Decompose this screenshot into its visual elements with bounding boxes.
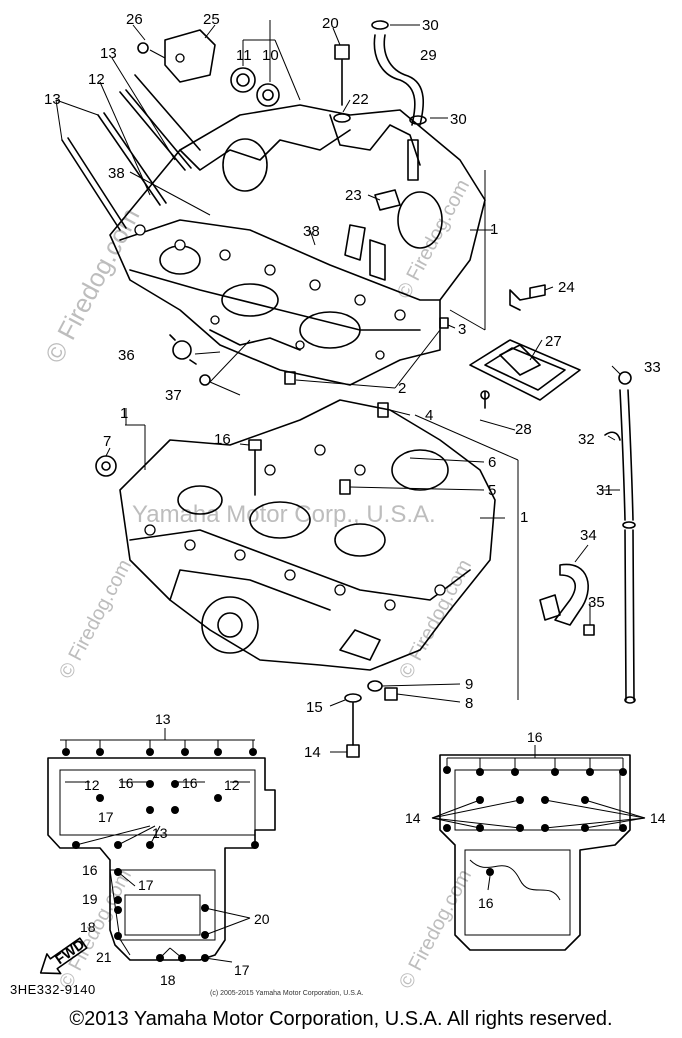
bolt-16 xyxy=(248,439,262,496)
callout-16: 16 xyxy=(214,431,231,448)
inset-left-12: 12 xyxy=(224,777,240,793)
callout-6: 6 xyxy=(488,454,496,471)
callout-36: 36 xyxy=(118,347,135,364)
callout-13: 13 xyxy=(100,45,117,62)
inset-right-bolt-pattern xyxy=(431,745,646,951)
upper-crankcase xyxy=(109,104,486,386)
breather-hose xyxy=(371,20,448,181)
inset-left-13: 13 xyxy=(155,711,171,727)
callout-35: 35 xyxy=(588,594,605,611)
callout-23: 23 xyxy=(345,187,362,204)
callout-34: 34 xyxy=(580,527,597,544)
inset-left-16: 16 xyxy=(82,862,98,878)
callout-11: 11 xyxy=(236,47,252,64)
crankcase-studs xyxy=(61,74,201,231)
callout-22: 22 xyxy=(352,91,369,108)
inset-left-12: 12 xyxy=(84,777,100,793)
callout-27: 27 xyxy=(545,333,562,350)
drain-plug xyxy=(344,680,398,758)
callout-1: 1 xyxy=(490,221,498,238)
callout-12: 12 xyxy=(88,71,105,88)
callout-7: 7 xyxy=(103,433,111,450)
callout-1: 1 xyxy=(520,509,528,526)
callout-2: 2 xyxy=(398,380,406,397)
bracket-24 xyxy=(509,284,546,311)
inset-left-bolt-pattern xyxy=(47,728,276,963)
watermark-site: © Firedog.com xyxy=(393,176,474,302)
dipstick-bolt xyxy=(333,44,351,123)
watermark-site: © Firedog.com xyxy=(55,556,136,682)
callout-15: 15 xyxy=(306,699,323,716)
inset-left-19: 19 xyxy=(82,891,98,907)
callout-4: 4 xyxy=(425,407,433,424)
callout-1: 1 xyxy=(120,405,128,422)
callout-14: 14 xyxy=(304,744,321,761)
callout-13: 13 xyxy=(44,91,61,108)
callout-24: 24 xyxy=(558,279,575,296)
callout-28: 28 xyxy=(515,421,532,438)
part-36 xyxy=(169,334,197,365)
callout-32: 32 xyxy=(578,431,595,448)
callout-38: 38 xyxy=(303,223,320,240)
crankcase-cover-25 xyxy=(137,29,216,83)
watermark-layer: © Firedog.com © Firedog.com © Firedog.co… xyxy=(39,176,476,992)
bearing-7 xyxy=(95,455,117,477)
inset-left-16: 16 xyxy=(118,775,134,791)
inset-left-16: 16 xyxy=(182,775,198,791)
callout-5: 5 xyxy=(488,482,496,499)
callout-31: 31 xyxy=(596,482,613,499)
callout-30: 30 xyxy=(450,111,467,128)
oil-seal-and-bearing xyxy=(230,39,301,107)
lower-crankcase xyxy=(119,399,496,671)
callout-37: 37 xyxy=(165,387,182,404)
inset-right-14: 14 xyxy=(405,810,421,826)
callout-33: 33 xyxy=(644,359,661,376)
inset-left-21: 21 xyxy=(96,949,112,965)
inset-left-17: 17 xyxy=(234,962,250,978)
watermark-brand: Yamaha Motor Corp., U.S.A. xyxy=(132,501,436,528)
inset-left-13: 13 xyxy=(152,825,168,841)
callout-numbers: 26 25 11 10 20 30 29 13 12 13 22 30 38 2… xyxy=(44,11,666,988)
callout-26: 26 xyxy=(126,11,143,28)
callout-29: 29 xyxy=(420,47,437,64)
callout-9: 9 xyxy=(465,676,473,693)
oil-strainer-27 xyxy=(469,339,581,409)
leader-lines xyxy=(55,20,621,753)
inset-left-17: 17 xyxy=(98,809,114,825)
callout-38: 38 xyxy=(108,165,125,182)
callout-25: 25 xyxy=(203,11,220,28)
o-ring-37 xyxy=(199,374,211,386)
hose-31 xyxy=(604,371,636,704)
inset-left-18: 18 xyxy=(160,972,176,988)
inset-right-14: 14 xyxy=(650,810,666,826)
baffle-34 xyxy=(539,563,595,636)
diagram-code: 3HE332-9140 xyxy=(10,982,96,997)
inset-left-17: 17 xyxy=(138,877,154,893)
watermark-site: © Firedog.com xyxy=(39,203,146,368)
inset-right-16: 16 xyxy=(478,895,494,911)
callout-30: 30 xyxy=(422,17,439,34)
callout-3: 3 xyxy=(458,321,466,338)
small-copyright: (c) 2005-2015 Yamaha Motor Corporation, … xyxy=(210,990,364,997)
inset-right-16: 16 xyxy=(527,729,543,745)
copyright-notice: ©2013 Yamaha Motor Corporation, U.S.A. A… xyxy=(69,1008,613,1030)
callout-8: 8 xyxy=(465,695,473,712)
callout-10: 10 xyxy=(262,47,279,64)
callout-20: 20 xyxy=(322,15,339,32)
part-23 xyxy=(374,189,401,211)
inset-left-20: 20 xyxy=(254,911,270,927)
inset-left-18: 18 xyxy=(80,919,96,935)
watermark-site: © Firedog.com xyxy=(395,866,476,992)
